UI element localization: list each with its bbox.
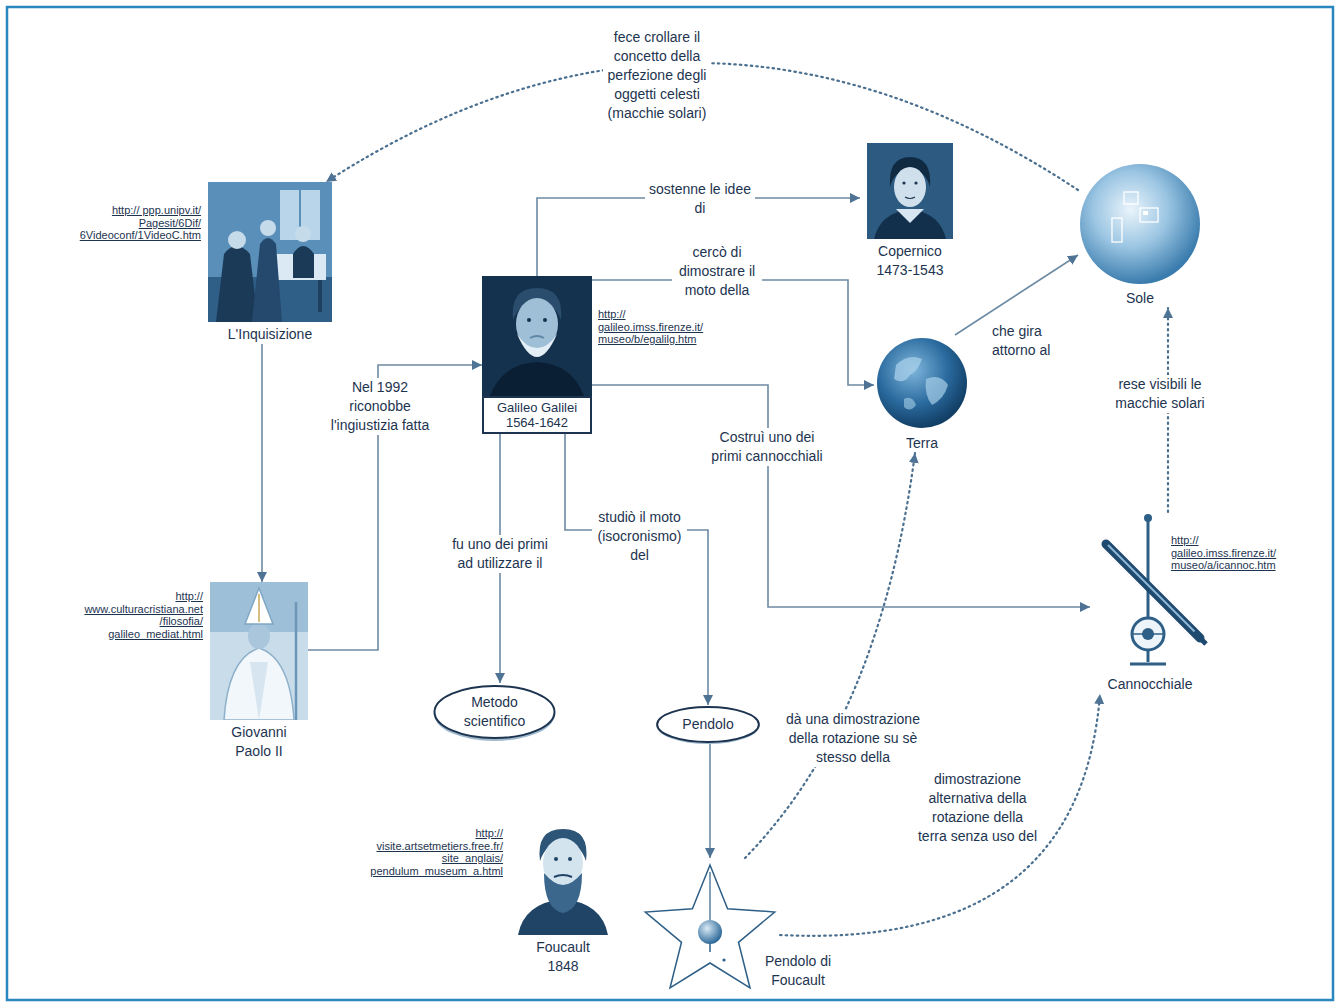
connector-group — [262, 63, 1168, 936]
illustration — [860, 143, 960, 239]
edge-label: fu uno dei primi ad utilizzare il — [446, 535, 554, 573]
name-plate: Galileo Galilei 1564-1642 — [482, 396, 592, 434]
connector — [565, 434, 708, 705]
sun-node: Sole — [1078, 162, 1202, 308]
edge-label: sostenne le idee di — [645, 180, 755, 218]
illustration — [210, 582, 308, 720]
caption: Sole — [1078, 289, 1202, 308]
image-node: http:// ppp.unipv.it/ Pagesit/6Dif/ 6Vid… — [208, 182, 332, 344]
connector — [308, 365, 482, 650]
illustration — [1078, 162, 1202, 286]
edge-label: dimostrazione alternativa della rotazion… — [915, 770, 1040, 846]
edge-label: Nel 1992 riconobbe l'ingiustizia fatta — [326, 378, 434, 435]
concept-label: Pendolo — [675, 715, 741, 734]
caption: Foucault 1848 — [528, 938, 598, 976]
edge-label: che gira attorno al — [990, 322, 1070, 360]
caption: Terra — [874, 434, 970, 453]
url-link: http:// ppp.unipv.it/ Pagesit/6Dif/ 6Vid… — [79, 204, 202, 242]
caption: L'Inquisizione — [208, 325, 332, 344]
edge-label: Costruì uno dei primi cannocchiali — [708, 428, 826, 466]
illustration — [510, 815, 616, 935]
portrait-node: http:// www.culturacristiana.net /filoso… — [210, 582, 308, 761]
concept-ellipse: Pendolo — [655, 705, 761, 744]
caption: Cannocchiale — [1090, 675, 1210, 694]
caption: Giovanni Paolo II — [219, 723, 299, 761]
caption: Copernico 1473-1543 — [860, 242, 960, 280]
connector — [745, 453, 915, 858]
connector — [261, 344, 263, 582]
frame-border — [7, 7, 1333, 1000]
url-link: http:// galileo.imss.firenze.it/ museo/a… — [1170, 534, 1277, 572]
illustration — [208, 182, 332, 322]
illustration — [432, 683, 557, 741]
concept-ellipse: Metodo scientifico — [432, 683, 557, 741]
concept-label: Metodo scientifico — [452, 693, 537, 731]
portrait-node: http:// visite.artsetmetiers.free.fr/ si… — [510, 815, 616, 976]
portrait-node: Galileo Galilei 1564-1642http:// galileo… — [482, 276, 592, 434]
illustration — [482, 276, 592, 396]
edge-label: rese visibili le macchie solari — [1110, 375, 1210, 413]
illustration — [874, 335, 970, 431]
earth-node: Terra — [874, 335, 970, 453]
url-link: http:// galileo.imss.firenze.it/ museo/b… — [597, 308, 704, 346]
url-link: http:// visite.artsetmetiers.free.fr/ si… — [369, 827, 504, 877]
edge-label: cercò di dimostrare il moto della — [672, 243, 762, 300]
connector — [709, 744, 711, 858]
pendulum-star: Pendolo di Foucault — [640, 858, 780, 998]
connector — [592, 385, 1090, 607]
edge-label: dà una dimostrazione della rotazione su … — [778, 710, 928, 767]
caption: Pendolo di Foucault — [758, 952, 838, 990]
edge-label: studiò il moto (isocronismo) del — [592, 508, 687, 565]
telescope-node: http:// galileo.imss.firenze.it/ museo/a… — [1090, 512, 1210, 694]
edge-label: fece crollare il concetto della perfezio… — [603, 28, 711, 123]
url-link: http:// www.culturacristiana.net /filoso… — [83, 590, 204, 640]
portrait-node: Copernico 1473-1543 — [860, 143, 960, 280]
